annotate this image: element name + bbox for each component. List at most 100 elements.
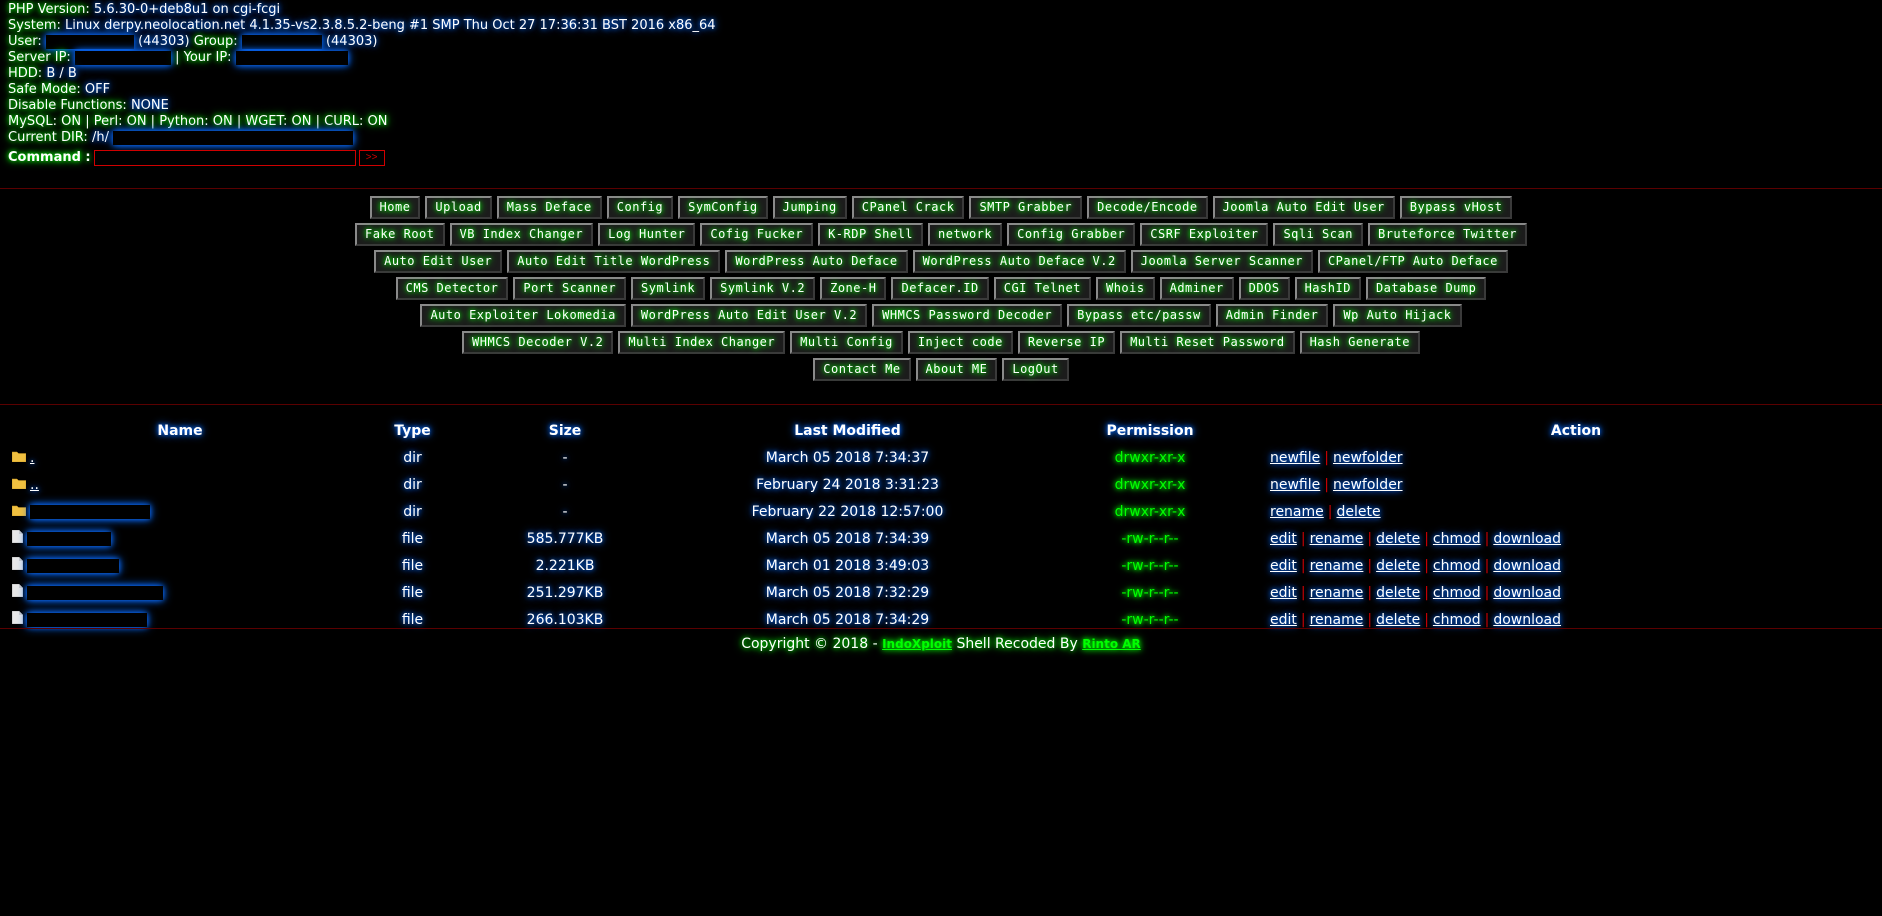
cell-permission[interactable]: -rw-r--r-- [1121,557,1179,574]
menu-button-multi-index-changer[interactable]: Multi Index Changer [618,331,786,354]
action-delete-link[interactable]: delete [1376,557,1421,574]
menu-button-symconfig[interactable]: SymConfig [678,196,768,219]
cell-permission[interactable]: drwxr-xr-x [1114,476,1186,493]
menu-button-config[interactable]: Config [606,196,674,219]
cell-permission[interactable]: -rw-r--r-- [1121,530,1179,547]
footer-link-author[interactable]: Rinto AR [1082,637,1141,651]
menu-button-cpanel-ftp-auto-deface[interactable]: CPanel/FTP Auto Deface [1317,250,1508,273]
menu-button-admin-finder[interactable]: Admin Finder [1215,304,1329,327]
menu-button-port-scanner[interactable]: Port Scanner [513,277,627,300]
menu-button-csrf-exploiter[interactable]: CSRF Exploiter [1140,223,1269,246]
action-delete-link[interactable]: delete [1336,503,1381,520]
menu-button-auto-exploiter-lokomedia[interactable]: Auto Exploiter Lokomedia [420,304,626,327]
menu-button-bypass-vhost[interactable]: Bypass vHost [1399,196,1513,219]
menu-button-network[interactable]: network [928,223,1003,246]
action-edit-link[interactable]: edit [1270,611,1297,628]
menu-button-cpanel-crack[interactable]: CPanel Crack [851,196,965,219]
action-rename-link[interactable]: rename [1309,611,1364,628]
redacted-file-name[interactable] [27,558,119,573]
action-rename-link[interactable]: rename [1309,530,1364,547]
action-rename-link[interactable]: rename [1309,557,1364,574]
menu-button-whois[interactable]: Whois [1095,277,1155,300]
menu-button-config-grabber[interactable]: Config Grabber [1007,223,1136,246]
col-header-size: Size [548,423,582,439]
menu-button-fake-root[interactable]: Fake Root [354,223,445,246]
menu-button-bruteforce-twitter[interactable]: Bruteforce Twitter [1367,223,1528,246]
menu-button-vb-index-changer[interactable]: VB Index Changer [449,223,594,246]
menu-button-joomla-server-scanner[interactable]: Joomla Server Scanner [1130,250,1313,273]
footer-link-indoxploit[interactable]: IndoXploit [882,637,952,651]
action-download-link[interactable]: download [1493,530,1562,547]
cell-permission[interactable]: drwxr-xr-x [1114,449,1186,466]
menu-button-reverse-ip[interactable]: Reverse IP [1017,331,1116,354]
menu-button-defacer-id[interactable]: Defacer.ID [891,277,989,300]
action-edit-link[interactable]: edit [1270,557,1297,574]
redacted-file-name[interactable] [27,585,163,600]
action-newfolder-link[interactable]: newfolder [1332,449,1403,466]
redacted-file-name[interactable] [27,612,147,627]
cell-permission[interactable]: -rw-r--r-- [1121,584,1179,601]
action-download-link[interactable]: download [1493,584,1562,601]
file-name-link[interactable]: . [30,449,35,466]
menu-button-database-dump[interactable]: Database Dump [1365,277,1487,300]
menu-button-hashid[interactable]: HashID [1294,277,1361,300]
menu-button-about-me[interactable]: About ME [915,358,998,381]
menu-button-jumping[interactable]: Jumping [772,196,847,219]
action-download-link[interactable]: download [1493,611,1562,628]
menu-button-wordpress-auto-deface[interactable]: WordPress Auto Deface [725,250,908,273]
action-edit-link[interactable]: edit [1270,584,1297,601]
menu-button-logout[interactable]: LogOut [1002,358,1069,381]
menu-button-multi-config[interactable]: Multi Config [790,331,903,354]
menu-button-log-hunter[interactable]: Log Hunter [598,223,696,246]
action-chmod-link[interactable]: chmod [1432,557,1481,574]
menu-button-home[interactable]: Home [369,196,421,219]
redacted-file-name[interactable] [27,531,111,546]
action-rename-link[interactable]: rename [1270,503,1324,520]
menu-button-whmcs-password-decoder[interactable]: WHMCS Password Decoder [872,304,1063,327]
menu-button-bypass-etc-passw[interactable]: Bypass etc/passw [1067,304,1211,327]
file-name-link[interactable]: .. [30,476,39,493]
action-delete-link[interactable]: delete [1376,584,1421,601]
menu-button-wp-auto-hijack[interactable]: Wp Auto Hijack [1333,304,1462,327]
menu-button-inject-code[interactable]: Inject code [907,331,1013,354]
menu-button-multi-reset-password[interactable]: Multi Reset Password [1120,331,1295,354]
menu-button-k-rdp-shell[interactable]: K-RDP Shell [818,223,924,246]
action-newfile-link[interactable]: newfile [1270,449,1321,466]
action-chmod-link[interactable]: chmod [1432,530,1481,547]
menu-button-symlink[interactable]: Symlink [631,277,706,300]
menu-button-cgi-telnet[interactable]: CGI Telnet [993,277,1091,300]
menu-button-sqli-scan[interactable]: Sqli Scan [1273,223,1363,246]
menu-button-upload[interactable]: Upload [425,196,492,219]
cell-permission[interactable]: drwxr-xr-x [1114,503,1186,520]
menu-button-hash-generate[interactable]: Hash Generate [1299,331,1420,354]
action-chmod-link[interactable]: chmod [1432,584,1481,601]
menu-button-decode-encode[interactable]: Decode/Encode [1087,196,1208,219]
action-chmod-link[interactable]: chmod [1432,611,1481,628]
command-submit-button[interactable]: >> [358,150,385,166]
cell-permission[interactable]: -rw-r--r-- [1121,611,1179,628]
menu-button-contact-me[interactable]: Contact Me [813,358,911,381]
action-download-link[interactable]: download [1493,557,1562,574]
menu-button-auto-edit-title-wordpress[interactable]: Auto Edit Title WordPress [507,250,721,273]
action-rename-link[interactable]: rename [1309,584,1364,601]
command-input[interactable] [93,150,356,166]
redacted-file-name[interactable] [30,504,150,519]
menu-button-adminer[interactable]: Adminer [1159,277,1234,300]
menu-button-whmcs-decoder-v-2[interactable]: WHMCS Decoder V.2 [462,331,614,354]
action-edit-link[interactable]: edit [1270,530,1297,547]
menu-button-auto-edit-user[interactable]: Auto Edit User [374,250,503,273]
menu-button-wordpress-auto-edit-user-v-2[interactable]: WordPress Auto Edit User V.2 [630,304,868,327]
menu-button-symlink-v-2[interactable]: Symlink V.2 [710,277,816,300]
action-newfile-link[interactable]: newfile [1270,476,1321,493]
action-delete-link[interactable]: delete [1376,611,1421,628]
menu-button-smtp-grabber[interactable]: SMTP Grabber [969,196,1083,219]
menu-button-cofig-fucker[interactable]: Cofig Fucker [700,223,814,246]
action-newfolder-link[interactable]: newfolder [1332,476,1403,493]
menu-button-zone-h[interactable]: Zone-H [820,277,887,300]
menu-button-cms-detector[interactable]: CMS Detector [395,277,509,300]
menu-button-joomla-auto-edit-user[interactable]: Joomla Auto Edit User [1212,196,1395,219]
menu-button-wordpress-auto-deface-v-2[interactable]: WordPress Auto Deface V.2 [912,250,1126,273]
menu-button-mass-deface[interactable]: Mass Deface [496,196,602,219]
menu-button-ddos[interactable]: DDOS [1238,277,1290,300]
action-delete-link[interactable]: delete [1376,530,1421,547]
